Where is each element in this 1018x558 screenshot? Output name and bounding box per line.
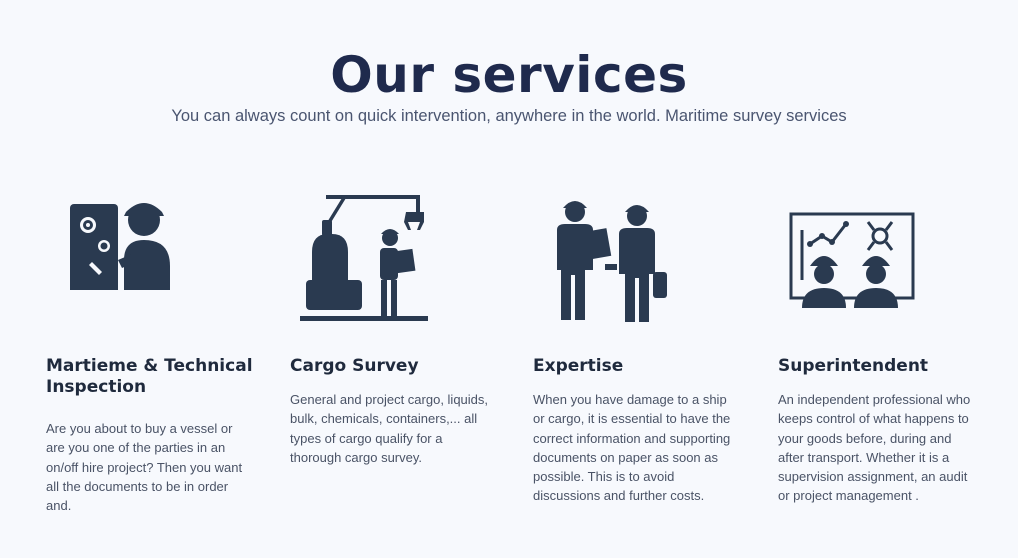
service-description: When you have damage to a ship or cargo,… bbox=[533, 392, 731, 504]
experts-handshake-icon bbox=[549, 190, 669, 330]
engineer-gears-icon bbox=[68, 190, 178, 330]
page-title: Our services bbox=[330, 46, 688, 104]
page-subtitle: You can always count on quick interventi… bbox=[171, 107, 847, 125]
service-title: Expertise bbox=[533, 356, 624, 376]
supervisors-monitor-icon bbox=[788, 190, 918, 330]
service-description: An independent professional who keeps co… bbox=[778, 392, 971, 504]
crane-worker-icon bbox=[298, 190, 428, 330]
service-title: Martieme & Technical Inspection bbox=[46, 356, 253, 397]
service-title: Superintendent bbox=[778, 356, 929, 376]
service-description: Are you about to buy a vessel or are you… bbox=[46, 421, 243, 514]
service-title: Cargo Survey bbox=[290, 356, 419, 376]
service-description: General and project cargo, liquids, bulk… bbox=[290, 392, 489, 465]
